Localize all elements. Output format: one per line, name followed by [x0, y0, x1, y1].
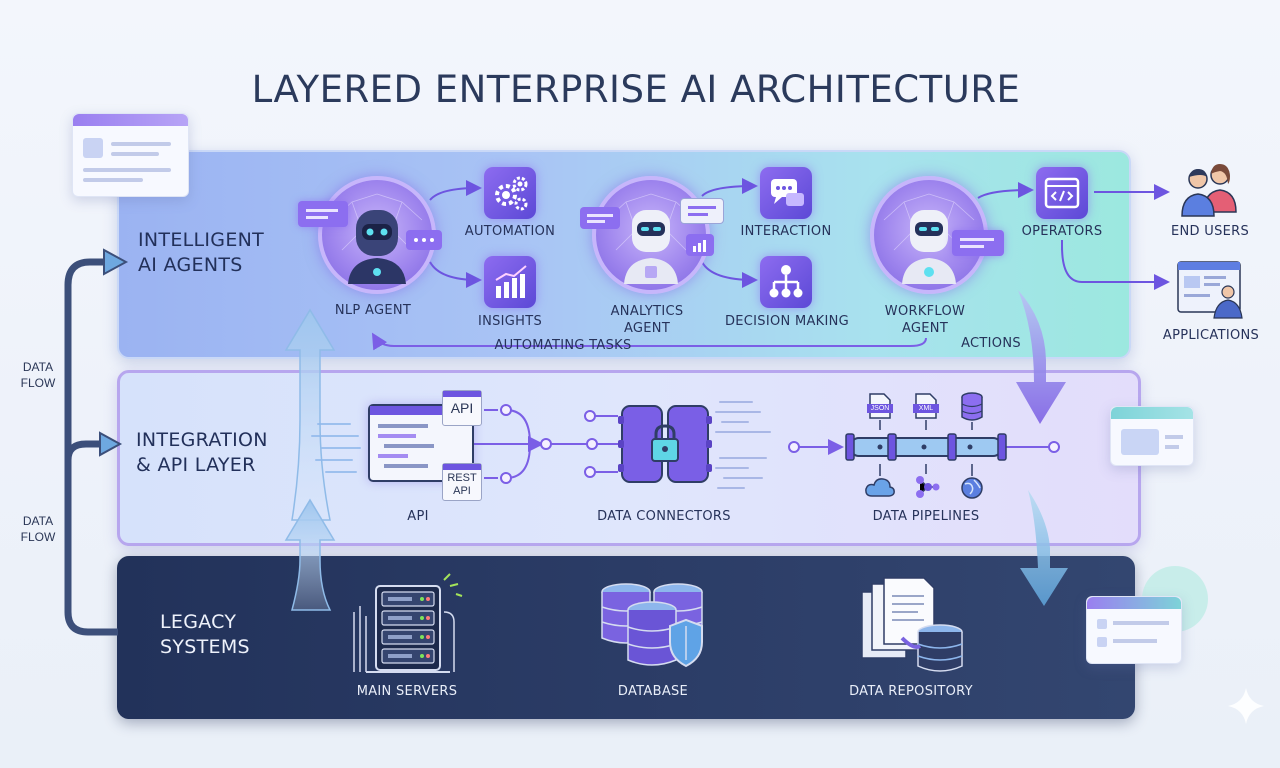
- message-bubble-icon: [580, 207, 620, 229]
- api-chip: API: [442, 390, 482, 426]
- data-connector-lock-icon: [618, 404, 712, 484]
- users-icon: [1174, 160, 1246, 220]
- actions-label: ACTIONS: [961, 336, 1021, 351]
- workflow-bubble-icon: [952, 230, 1004, 256]
- down-arrow-actions: [1016, 290, 1066, 424]
- floating-window-card-top-left: [72, 113, 189, 197]
- page-title: LAYERED ENTERPRISE AI ARCHITECTURE: [251, 68, 1021, 111]
- insights-label: INSIGHTS: [477, 314, 543, 329]
- data-repository-icon: [858, 577, 968, 676]
- mini-chart-icon: [686, 234, 714, 256]
- code-window-icon: [1036, 167, 1088, 219]
- end-users-label: END USERS: [1170, 224, 1250, 239]
- nlp-agent-robot-icon: [318, 176, 436, 294]
- database-label: DATABASE: [617, 684, 689, 699]
- up-arrow-upper: [284, 308, 336, 521]
- application-window-icon: [1174, 258, 1246, 320]
- automating-tasks-label: AUTOMATING TASKS: [494, 338, 632, 353]
- sparkle-icon: [1226, 686, 1266, 726]
- cloud-icon: [864, 476, 896, 498]
- json-file-icon: JSON: [866, 392, 894, 420]
- pipeline-icon: [845, 430, 1007, 464]
- gears-icon: [484, 167, 536, 219]
- decision-making-label: DECISION MAKING: [724, 314, 850, 329]
- globe-icon: [960, 476, 984, 500]
- chart-icon: [484, 256, 536, 308]
- integration-layer-label: INTEGRATION& API LAYER: [136, 429, 268, 476]
- up-arrow-lower: [284, 498, 336, 611]
- data-repository-label: DATA REPOSITORY: [849, 684, 973, 699]
- hierarchy-icon: [760, 256, 812, 308]
- api-label: API: [407, 509, 429, 524]
- floating-window-card-bottom-right: [1086, 596, 1182, 664]
- database-small-icon: [960, 392, 984, 422]
- main-servers-label: MAIN SERVERS: [356, 684, 458, 699]
- data-flow-arrowhead-mid: [99, 431, 123, 457]
- typing-bubble-icon: [406, 230, 442, 250]
- text-bubble-icon: [680, 198, 724, 224]
- database-shield-icon: [598, 582, 708, 676]
- floating-window-card-mid-right: [1110, 406, 1194, 466]
- operators-label: OPERATORS: [1021, 224, 1103, 239]
- data-pipelines-label: DATA PIPELINES: [872, 509, 980, 524]
- down-arrow-pipelines: [1020, 490, 1068, 606]
- applications-label: APPLICATIONS: [1162, 328, 1260, 343]
- server-rack-icon: [346, 572, 466, 678]
- chat-icon: [760, 167, 812, 219]
- xml-file-icon: XML: [912, 392, 940, 420]
- nlp-agent-label: NLP AGENT: [334, 303, 412, 318]
- automation-label: AUTOMATION: [464, 224, 556, 239]
- chat-bubble-icon: [298, 201, 348, 227]
- data-connectors-label: DATA CONNECTORS: [597, 509, 731, 524]
- data-flow-arrowhead-top: [103, 248, 129, 276]
- interaction-label: INTERACTION: [740, 224, 832, 239]
- network-nodes-icon: [914, 474, 940, 500]
